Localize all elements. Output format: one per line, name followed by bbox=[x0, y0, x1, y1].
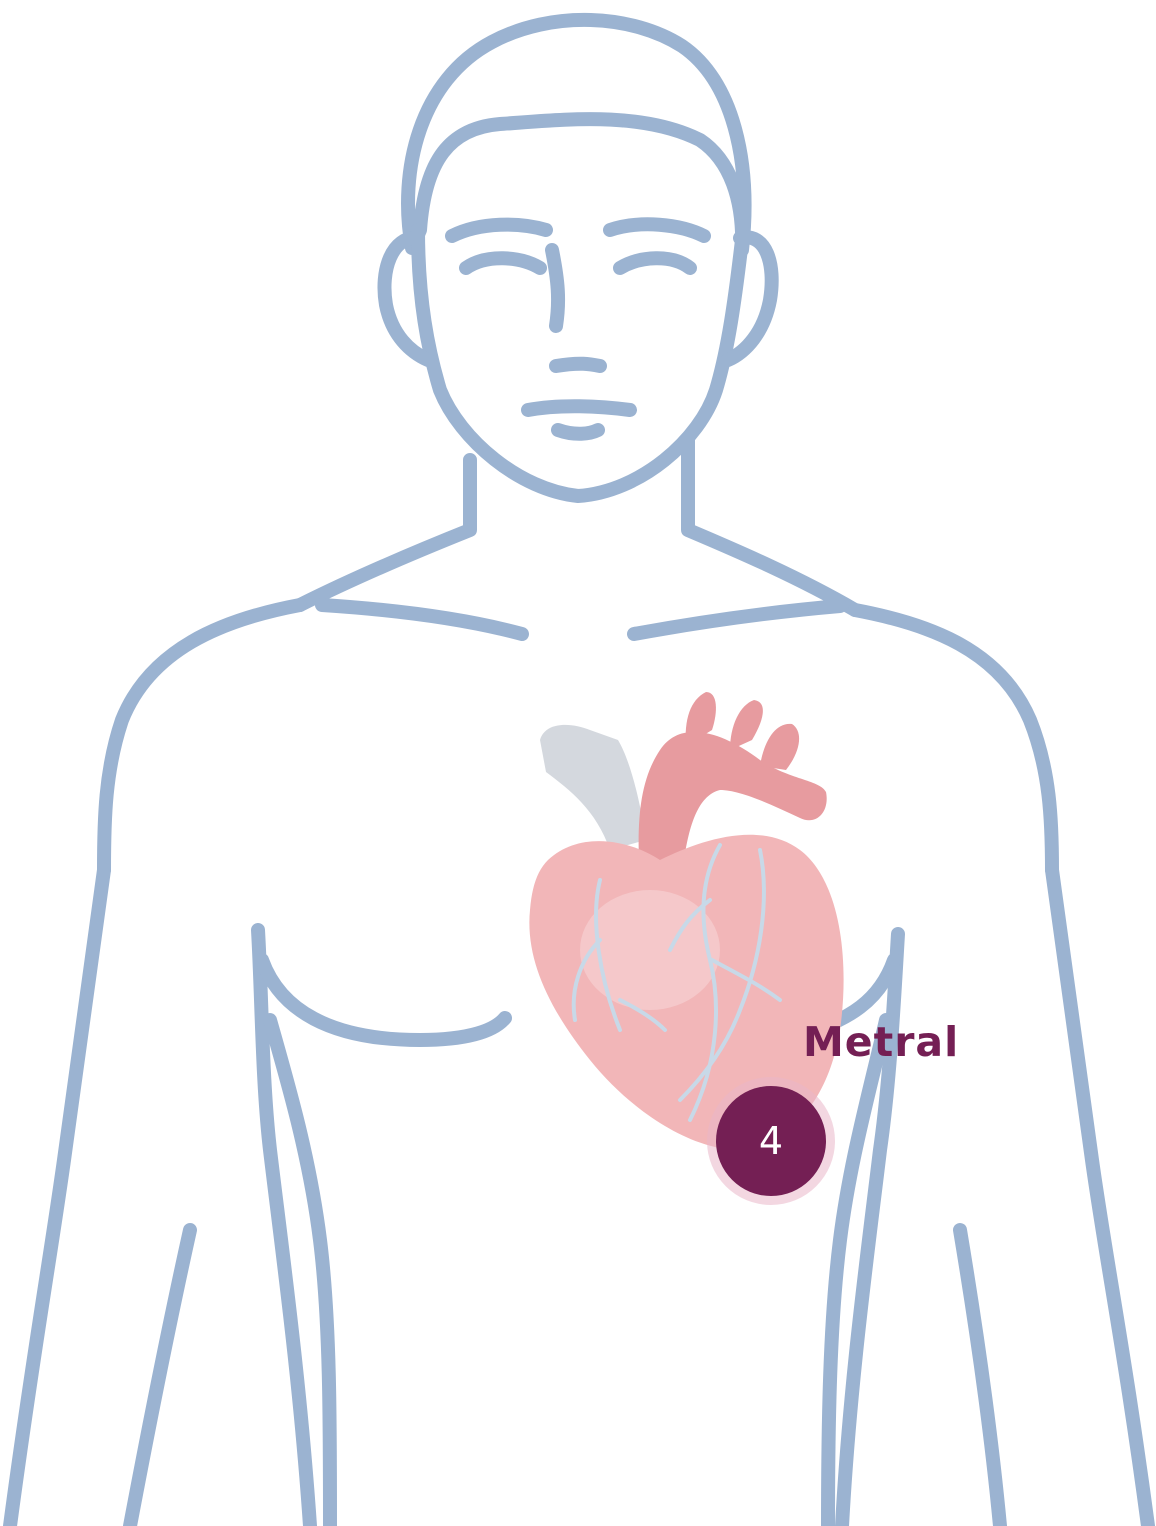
right-torso-side bbox=[821, 1013, 893, 1526]
body-outline bbox=[3, 12, 1155, 1526]
mouth-upper bbox=[549, 356, 607, 373]
left-forearm-outer bbox=[123, 1223, 197, 1526]
hair bbox=[401, 12, 752, 257]
neck-right bbox=[681, 433, 862, 617]
auscultation-point-label: Metral bbox=[803, 1018, 960, 1066]
right-shoulder bbox=[848, 603, 1059, 877]
right-forearm-outer bbox=[953, 1223, 1007, 1526]
neck-left bbox=[293, 453, 477, 612]
heart-illustration bbox=[529, 692, 844, 1150]
vena-cava bbox=[540, 724, 646, 850]
left-clavicle bbox=[315, 598, 529, 641]
heart-highlight bbox=[580, 890, 720, 1010]
right-arm-outer bbox=[1045, 863, 1155, 1526]
left-torso-side bbox=[263, 1013, 337, 1526]
left-pectoral bbox=[255, 953, 512, 1047]
aorta bbox=[638, 731, 827, 880]
right-clavicle bbox=[627, 599, 847, 641]
nose bbox=[545, 243, 566, 333]
auscultation-point-number: 4 bbox=[758, 1119, 784, 1163]
left-ear bbox=[377, 231, 435, 367]
left-eyebrow bbox=[445, 217, 553, 243]
right-eye bbox=[613, 251, 697, 275]
right-ear bbox=[721, 230, 779, 367]
left-shoulder bbox=[97, 598, 307, 877]
coronary-vessels bbox=[571, 843, 782, 1122]
aortic-branch-1 bbox=[685, 692, 716, 746]
auscultation-point-badge[interactable]: 4 bbox=[716, 1086, 826, 1196]
mouth-lower bbox=[551, 423, 605, 441]
aortic-branch-2 bbox=[730, 700, 763, 750]
left-arm-inner bbox=[251, 923, 317, 1526]
right-arm-inner bbox=[835, 927, 905, 1526]
left-arm-outer bbox=[3, 863, 111, 1526]
mouth bbox=[521, 399, 637, 417]
aortic-branch-3 bbox=[760, 723, 800, 770]
right-eyebrow bbox=[603, 217, 711, 243]
left-eye bbox=[459, 251, 547, 275]
